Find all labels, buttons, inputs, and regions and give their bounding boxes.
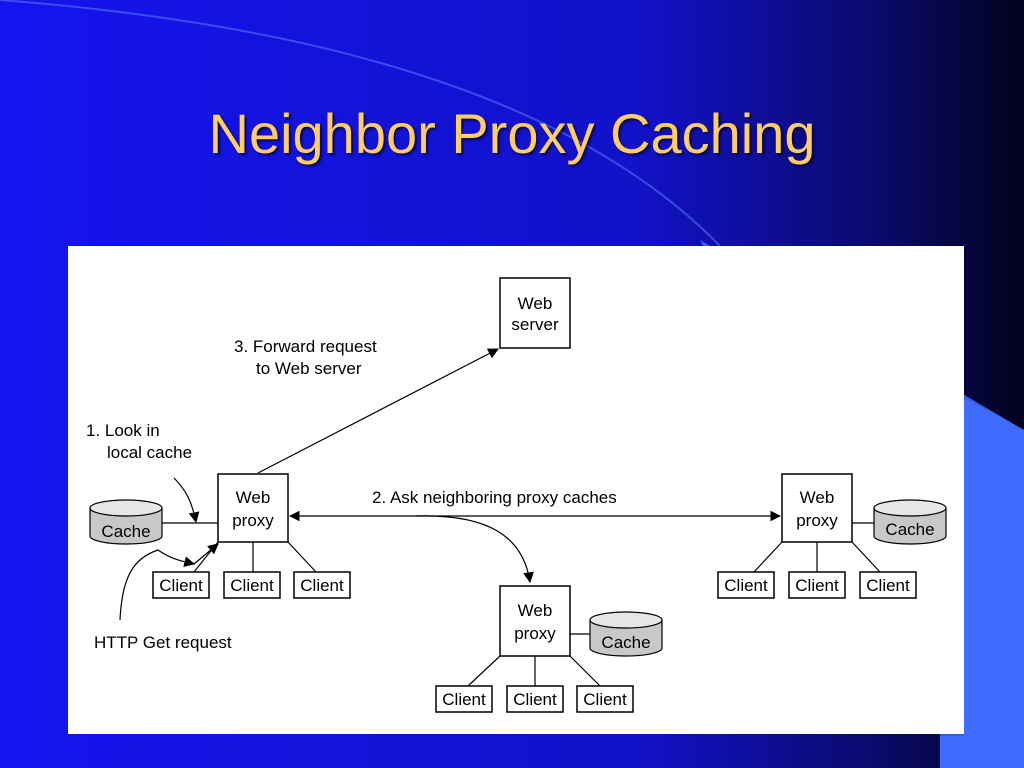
client-box: Client [435,685,493,713]
client-link [467,655,501,687]
http-get-arrow-tip [193,543,219,565]
client-label: Client [159,576,203,595]
cache-label: Cache [101,522,150,541]
http-get-arrow [119,549,196,621]
client-box: Client [859,571,917,599]
proxy-label: proxy [232,511,274,530]
proxy-label: Web [518,601,553,620]
step-3-label: to Web server [256,359,362,378]
cache-right: Cache [873,499,947,545]
web-server-label: Web [518,294,553,313]
client-box: Client [506,685,564,713]
cache-label: Cache [601,633,650,652]
step-1-label: local cache [107,443,192,462]
client-box: Client [293,571,351,599]
proxy-label: Web [800,488,835,507]
client-link [569,655,601,687]
client-label: Client [513,690,557,709]
client-box: Client [717,571,775,599]
proxy-label: Web [236,488,271,507]
slide-title: Neighbor Proxy Caching [208,102,816,165]
client-link [851,541,881,573]
client-box: Client [576,685,634,713]
look-in-cache-arrow [173,477,200,524]
client-label: Client [795,576,839,595]
web-server-box: Web server [499,277,571,349]
cache-bottom: Cache [589,611,663,657]
client-label: Client [442,690,486,709]
client-label: Client [724,576,768,595]
client-link [287,541,317,573]
step-2-label: 2. Ask neighboring proxy caches [372,488,617,507]
ask-neighbor-bottom-arrow [415,515,534,584]
client-box: Client [788,571,846,599]
web-proxy-left: Web proxy [217,473,289,543]
client-link [753,541,783,573]
cache-label: Cache [885,520,934,539]
step-1-label: 1. Look in [86,421,160,440]
proxy-label: proxy [796,511,838,530]
cache-left: Cache [89,499,163,545]
web-server-label: server [511,315,559,334]
client-box: Client [152,571,210,599]
diagram-panel: Web server Web proxy Web proxy Web proxy… [68,246,964,734]
web-proxy-right: Web proxy [781,473,853,543]
client-label: Client [230,576,274,595]
client-label: Client [300,576,344,595]
http-get-label: HTTP Get request [94,633,232,652]
network-diagram: Web server Web proxy Web proxy Web proxy… [86,277,947,713]
client-label: Client [866,576,910,595]
proxy-label: proxy [514,624,556,643]
client-label: Client [583,690,627,709]
client-box: Client [223,571,281,599]
step-3-label: 3. Forward request [234,337,377,356]
forward-request-arrow [257,348,499,474]
web-proxy-bottom: Web proxy [499,585,571,657]
